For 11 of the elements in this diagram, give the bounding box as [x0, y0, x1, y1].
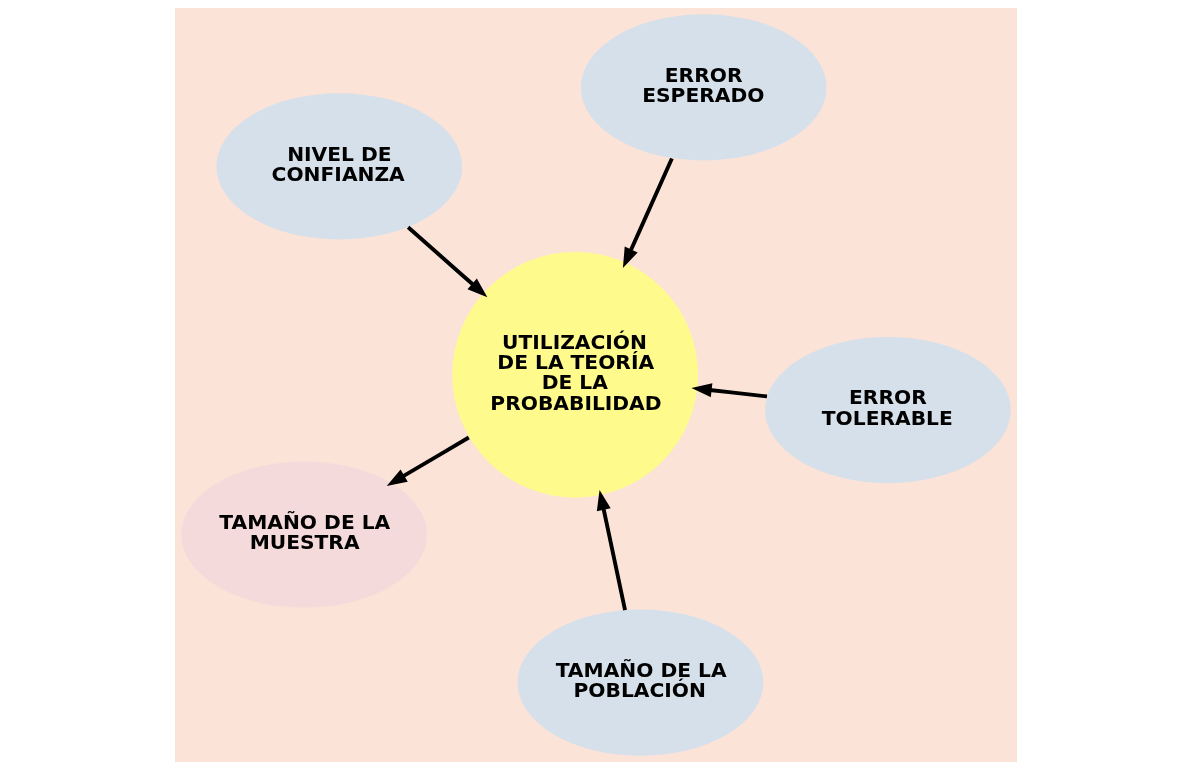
arrow — [690, 383, 767, 399]
node-circle: UTILIZACIÓN DE LA TEORÍA DE LA PROBABILIDAD — [451, 251, 698, 498]
arrow — [386, 435, 470, 486]
node-ellipse: TAMAÑO DE LA MUESTRA — [180, 461, 427, 608]
arrow — [596, 489, 627, 611]
arrow — [622, 157, 674, 269]
node-ellipse: NIVEL DE CONFIANZA — [215, 93, 462, 240]
node-ellipse: TAMAÑO DE LA POBLACIÓN — [517, 609, 763, 756]
node-ellipse: ERROR ESPERADO — [580, 14, 827, 161]
node-ellipse: ERROR TOLERABLE — [764, 336, 1011, 484]
arrow — [406, 225, 487, 298]
